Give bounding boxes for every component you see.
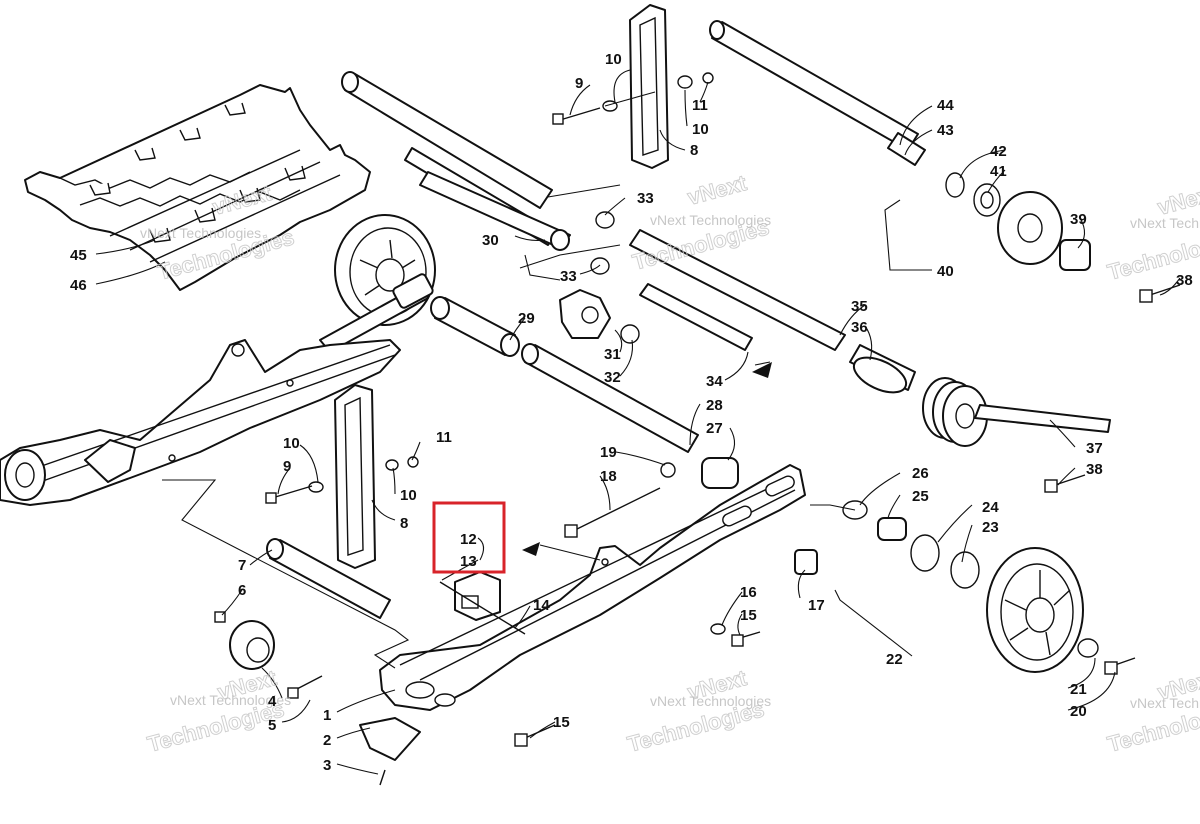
shaft-30 xyxy=(404,147,571,251)
stopper-2 xyxy=(359,717,421,761)
tube-29 xyxy=(430,296,520,357)
callout-10-b: 10 xyxy=(692,121,709,138)
callout-34: 34 xyxy=(706,373,723,390)
rear-axle-44 xyxy=(709,20,926,166)
callout-15-bottom: 15 xyxy=(553,714,570,731)
watermark-inline-4: vNext Technologies xyxy=(170,692,291,708)
shoe-5 xyxy=(229,620,275,670)
bracket-31 xyxy=(559,289,611,339)
torque-arm-upper xyxy=(629,4,669,169)
callout-46: 46 xyxy=(70,277,87,294)
callout-38-lower: 38 xyxy=(1086,461,1103,478)
slide-rail-left xyxy=(0,339,401,506)
callout-16: 16 xyxy=(740,584,757,601)
callout-11-upper: 11 xyxy=(692,97,708,114)
callout-31: 31 xyxy=(604,346,621,363)
callout-39: 39 xyxy=(1070,211,1087,228)
watermark-vnext-3: vNext xyxy=(1155,180,1200,220)
callout-30: 30 xyxy=(482,232,499,249)
slide-rail-right xyxy=(379,464,806,711)
callout-18: 18 xyxy=(600,468,617,485)
callout-35: 35 xyxy=(851,298,868,315)
torsion-spring-37 xyxy=(922,377,1111,447)
callout-12: 12 xyxy=(460,531,477,548)
callout-15-right: 15 xyxy=(740,607,757,624)
callout-42: 42 xyxy=(990,143,1007,160)
callout-6: 6 xyxy=(238,582,246,599)
callout-23: 23 xyxy=(982,519,999,536)
callout-10-a: 10 xyxy=(605,51,622,68)
callout-45: 45 xyxy=(70,247,87,264)
callout-41: 41 xyxy=(990,163,1007,180)
callout-32: 32 xyxy=(604,369,621,386)
callout-2: 2 xyxy=(323,732,331,749)
watermark-inline-1: vNext Technologies xyxy=(140,225,261,241)
callout-10-d: 10 xyxy=(400,487,417,504)
highlight-box xyxy=(432,501,506,574)
small-hardware xyxy=(308,72,1099,658)
bushing-27 xyxy=(701,457,739,489)
callout-27: 27 xyxy=(706,420,723,437)
direction-arrows xyxy=(522,362,772,556)
callout-43: 43 xyxy=(937,122,954,139)
callout-5: 5 xyxy=(268,717,276,734)
callout-7: 7 xyxy=(238,557,246,574)
callout-22: 22 xyxy=(886,651,903,668)
callout-36: 36 xyxy=(851,319,868,336)
tube-7 xyxy=(266,538,391,619)
watermark-inline-3: vNext Technologies xyxy=(1130,215,1200,231)
callout-11-lower: 11 xyxy=(436,429,452,446)
callout-28: 28 xyxy=(706,397,723,414)
callout-leaders xyxy=(95,69,1181,775)
callout-8-lower: 8 xyxy=(400,515,408,532)
callout-1: 1 xyxy=(323,707,331,724)
callout-20: 20 xyxy=(1070,703,1087,720)
callout-25: 25 xyxy=(912,488,929,505)
watermark-inline-2: vNext Technologies xyxy=(650,212,771,228)
callout-14: 14 xyxy=(533,597,550,614)
watermark-inline-6: vNext Technologies xyxy=(1130,695,1200,711)
callout-13: 13 xyxy=(460,553,477,570)
callout-4: 4 xyxy=(268,693,277,710)
callout-8-upper: 8 xyxy=(690,142,698,159)
callout-33-upper: 33 xyxy=(637,190,654,207)
callout-40: 40 xyxy=(937,263,954,280)
callout-10-c: 10 xyxy=(283,435,300,452)
callout-9-lower: 9 xyxy=(283,458,291,475)
tube-28 xyxy=(521,343,699,453)
rear-cross-shaft-35 xyxy=(629,229,916,394)
callout-44: 44 xyxy=(937,97,954,114)
callout-9-upper: 9 xyxy=(575,75,583,92)
cross-shaft-upper xyxy=(341,71,553,209)
idler-wheel-40 xyxy=(997,191,1063,265)
block-12-13 xyxy=(454,571,501,621)
callout-19: 19 xyxy=(600,444,617,461)
callout-26: 26 xyxy=(912,465,929,482)
watermark-inline-5: vNext Technologies xyxy=(650,693,771,709)
track-belt xyxy=(24,84,371,291)
callout-33-lower: 33 xyxy=(560,268,577,285)
callout-38-upper: 38 xyxy=(1176,272,1193,289)
callout-37: 37 xyxy=(1086,440,1103,457)
callout-17: 17 xyxy=(808,597,825,614)
watermark-vnext-2: vNext xyxy=(685,170,750,210)
callout-3: 3 xyxy=(323,757,331,774)
callout-29: 29 xyxy=(518,310,535,327)
bolts xyxy=(214,107,1181,786)
idler-wheel-22 xyxy=(986,547,1084,673)
torque-arm-lower xyxy=(334,384,376,569)
callout-numbers: 1 2 3 4 5 6 7 8 8 9 9 10 10 10 10 11 11 … xyxy=(70,51,1193,774)
assembly-lines xyxy=(162,91,856,669)
callout-21: 21 xyxy=(1070,681,1087,698)
callout-24: 24 xyxy=(982,499,999,516)
